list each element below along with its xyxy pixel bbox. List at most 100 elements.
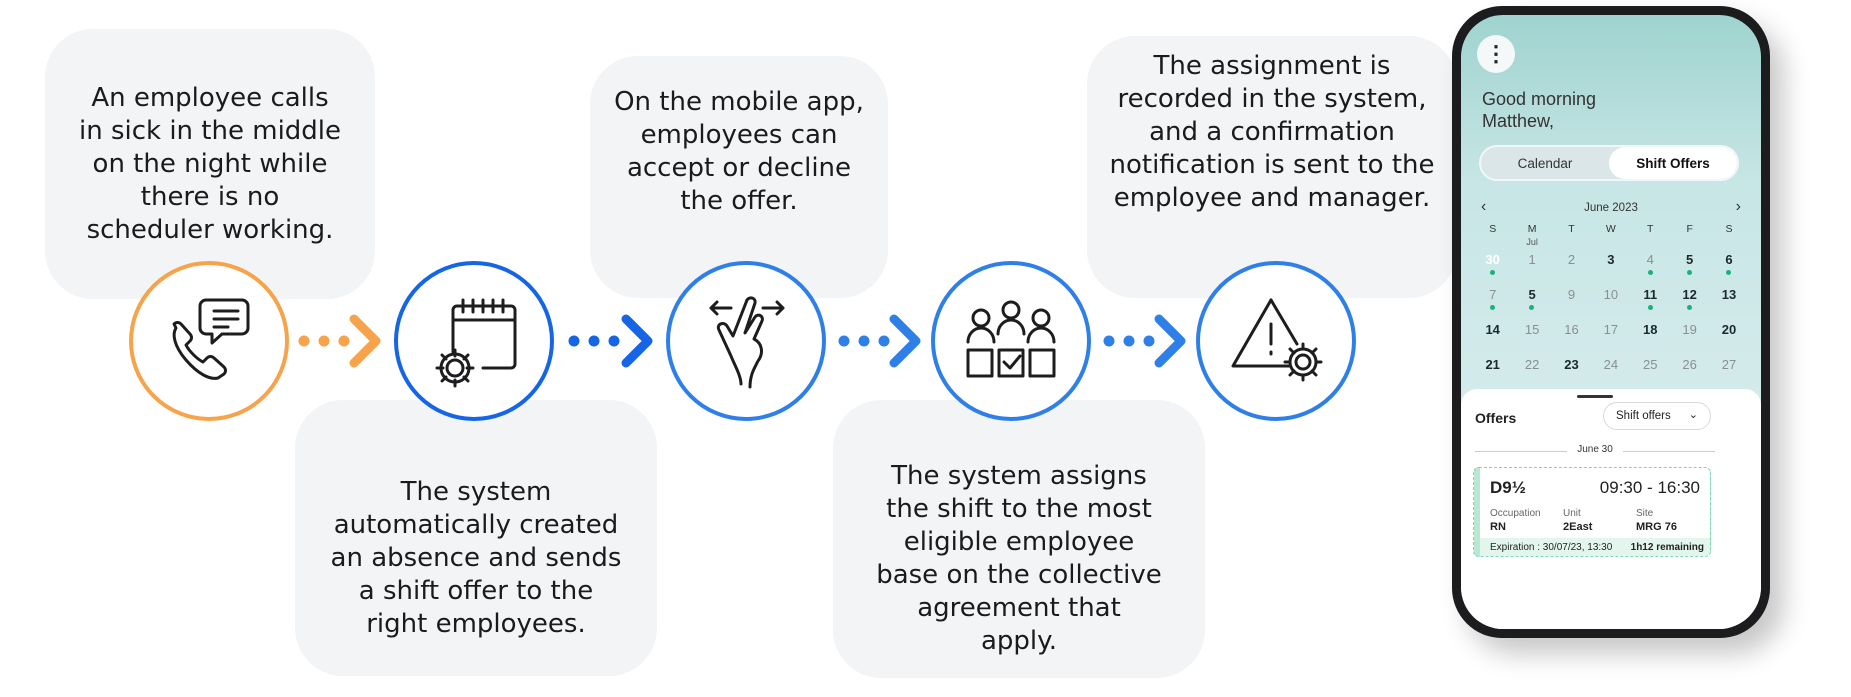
greeting-line-1: Good morning: [1482, 89, 1597, 109]
month-navigation: ‹ June 2023 ›: [1477, 198, 1745, 220]
connector-4: [1103, 314, 1186, 368]
calendar-day[interactable]: 13: [1709, 277, 1748, 311]
chevron-down-icon: ⌄: [1688, 409, 1698, 421]
step-5-text: The assignment is recorded in the system…: [1109, 50, 1435, 213]
offers-title: Offers: [1475, 410, 1517, 426]
calendar-day-number: 23: [1564, 356, 1579, 372]
swipe-hand-icon: [709, 296, 785, 389]
step-4-icon-circle: [931, 261, 1091, 421]
view-toggle: Calendar Shift Offers: [1479, 145, 1739, 181]
calendar-day[interactable]: 6: [1709, 242, 1748, 276]
month-label: June 2023: [1584, 202, 1638, 214]
offer-expiration-bar: Expiration : 30/07/23, 13:30 1h12 remain…: [1480, 538, 1710, 556]
calendar-day[interactable]: 16: [1552, 312, 1591, 346]
greeting: Good morning Matthew,: [1482, 88, 1596, 132]
calendar-day-number: 2: [1567, 251, 1576, 267]
calendar-day[interactable]: 22: [1512, 347, 1551, 381]
calendar-day[interactable]: 12: [1670, 277, 1709, 311]
calendar-day-number: 11: [1643, 286, 1658, 302]
more-menu-icon[interactable]: ⋮: [1477, 35, 1515, 73]
calendar-day[interactable]: 24: [1591, 347, 1630, 381]
next-month-icon[interactable]: ›: [1735, 198, 1741, 215]
calendar-day[interactable]: 3: [1591, 242, 1630, 276]
calendar-day-number: 24: [1603, 356, 1619, 372]
step-3-text: On the mobile app, employees can accept …: [614, 87, 864, 216]
site-value: MRG 76: [1636, 521, 1677, 533]
calendar-day[interactable]: 18: [1631, 312, 1670, 346]
calendar-day[interactable]: 20: [1709, 312, 1748, 346]
offers-filter-select[interactable]: Shift offers ⌄: [1603, 402, 1711, 430]
site-label: Site: [1636, 508, 1654, 519]
weekday-label: S: [1489, 223, 1497, 235]
calendar-day-number: 20: [1721, 321, 1737, 337]
calendar-day-number: 5: [1686, 251, 1694, 267]
calendar-day[interactable]: 27: [1709, 347, 1748, 381]
calendar-day[interactable]: 9: [1552, 277, 1591, 311]
calendar-day-number: 27: [1721, 356, 1737, 372]
weekday-label: T: [1568, 223, 1575, 235]
calendar-day[interactable]: 25: [1631, 347, 1670, 381]
calendar-day[interactable]: 30: [1473, 242, 1512, 276]
calendar-day[interactable]: 23: [1552, 347, 1591, 381]
next-month-marker: Jul: [1526, 237, 1538, 247]
calendar-day[interactable]: 17: [1591, 312, 1630, 346]
step-4-text: The system assigns the shift to the most…: [876, 461, 1162, 656]
step-2-icon-circle: [394, 261, 554, 421]
shift-time: 09:30 - 16:30: [1599, 478, 1700, 497]
calendar-day-number: 1: [1528, 251, 1536, 267]
calendar-day[interactable]: 2: [1552, 242, 1591, 276]
calendar-day[interactable]: 14: [1473, 312, 1512, 346]
calendar-day-number: 7: [1489, 286, 1497, 302]
calendar-day[interactable]: 19: [1670, 312, 1709, 346]
calendar-day-number: 13: [1721, 286, 1737, 302]
warning-gear-icon: [1231, 298, 1323, 382]
calendar-day[interactable]: 15: [1512, 312, 1551, 346]
calendar-day-number: 30: [1485, 251, 1500, 267]
step-1-bubble: An employee calls in sick in the middle …: [45, 29, 375, 299]
calendar-day-number: 21: [1485, 356, 1500, 372]
calendar-day[interactable]: 11: [1631, 277, 1670, 311]
expiration-text: Expiration : 30/07/23, 13:30: [1490, 541, 1613, 553]
connector-3: [838, 314, 921, 368]
calendar-day-number: 12: [1682, 286, 1697, 302]
calendar-day-number: 9: [1567, 286, 1576, 302]
step-5-bubble: The assignment is recorded in the system…: [1087, 36, 1457, 298]
calendar-gear-icon: [435, 298, 517, 388]
calendar-day[interactable]: 5: [1670, 242, 1709, 276]
people-selection-icon: [966, 300, 1056, 378]
calendar-day[interactable]: 4: [1631, 242, 1670, 276]
calendar-day[interactable]: 7: [1473, 277, 1512, 311]
phone-screen: ⋮ Good morning Matthew, Calendar Shift O…: [1461, 15, 1761, 629]
calendar-day[interactable]: 26: [1670, 347, 1709, 381]
calendar-day[interactable]: 1 Jul: [1512, 237, 1551, 276]
sheet-handle[interactable]: [1577, 395, 1613, 398]
step-1-text: An employee calls in sick in the middle …: [78, 82, 342, 245]
calendar-day-number: 6: [1725, 251, 1733, 267]
shift-offer-card[interactable]: D9½ 09:30 - 16:30 Occupation RN Unit 2Ea…: [1473, 467, 1711, 557]
calendar-day-number: 10: [1603, 286, 1619, 302]
offers-sheet: Offers Shift offers ⌄ June 30 D9½ 09:30 …: [1461, 389, 1761, 629]
tab-shift-offers[interactable]: Shift Offers: [1609, 147, 1737, 179]
prev-month-icon[interactable]: ‹: [1481, 198, 1487, 215]
occupation-label: Occupation: [1490, 508, 1541, 519]
tab-calendar[interactable]: Calendar: [1517, 155, 1573, 171]
calendar-day-number: 16: [1564, 321, 1579, 337]
calendar-day[interactable]: 10: [1591, 277, 1630, 311]
calendar-day-number: 19: [1682, 321, 1697, 337]
weekday-label: F: [1686, 223, 1693, 235]
step-1-icon-circle: [129, 261, 289, 421]
calendar-day-number: 4: [1646, 251, 1654, 267]
step-2-bubble: The system automatically created an abse…: [295, 400, 657, 676]
calendar-day-number: 15: [1524, 321, 1540, 337]
calendar-day-number: 22: [1524, 356, 1540, 372]
calendar-day[interactable]: 5: [1512, 277, 1551, 311]
phone-mockup: ⋮ Good morning Matthew, Calendar Shift O…: [1452, 6, 1770, 638]
step-2-text: The system automatically created an abse…: [330, 476, 622, 639]
calendar-day-number: 3: [1607, 251, 1615, 267]
phone-message-icon: [172, 298, 250, 380]
step-4-bubble: The system assigns the shift to the most…: [833, 400, 1205, 678]
calendar-day[interactable]: 21: [1473, 347, 1512, 381]
